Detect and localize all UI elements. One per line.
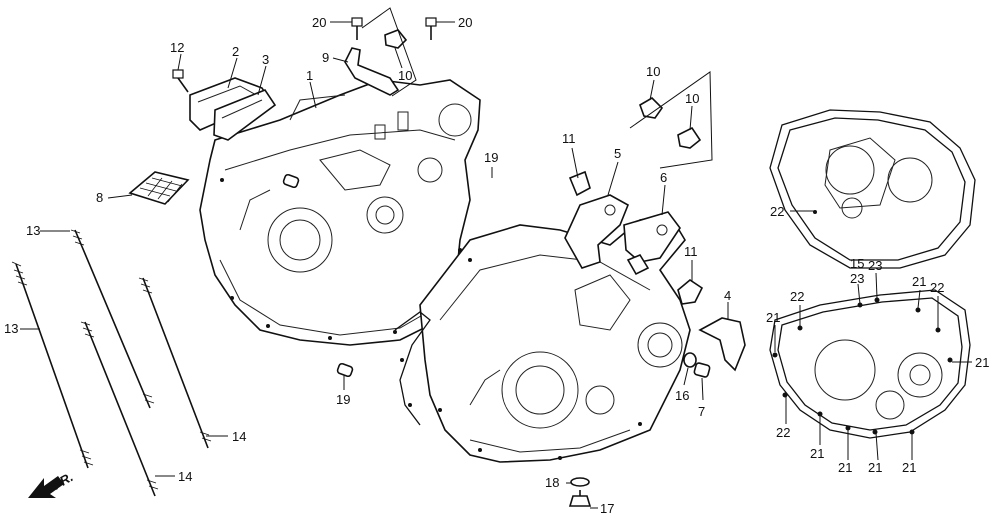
- center-case-gasket: [394, 311, 431, 426]
- drain-bolt-17: [568, 490, 592, 507]
- oring-16: [683, 352, 697, 368]
- breather-tube-bracket: [564, 170, 704, 305]
- dowel-pin-lower: [336, 362, 354, 378]
- callout-21f: 21: [868, 460, 882, 475]
- callout-21b: 21: [912, 274, 926, 289]
- bolt-20-left: [351, 17, 363, 40]
- tube-clips-right: [629, 71, 713, 169]
- dowel-pin-upper: [282, 173, 300, 189]
- breather-cover-assembly: [172, 69, 277, 141]
- callout-13b: 13: [4, 321, 18, 336]
- callout-21c: 21: [975, 355, 989, 370]
- breather-tube-guide-upper: [344, 7, 437, 97]
- oil-strainer-screen: [128, 171, 190, 205]
- callout-20b: 20: [458, 15, 472, 30]
- callout-23b: 23: [868, 258, 882, 273]
- leader-lines: [20, 21, 972, 509]
- callout-11a: 11: [562, 131, 576, 146]
- callout-10a: 10: [398, 68, 412, 83]
- callout-8: 8: [96, 190, 103, 205]
- stud-bolt-2: [70, 229, 155, 409]
- callout-21a: 21: [766, 310, 780, 325]
- stud-bolts: [11, 229, 212, 497]
- callout-22c: 22: [930, 280, 944, 295]
- front-direction-indicator: FR.: [28, 469, 76, 498]
- callout-10b: 10: [646, 64, 660, 79]
- callout-20a: 20: [312, 15, 326, 30]
- stud-bolt-3: [138, 277, 212, 449]
- stud-bolt-4: [80, 321, 159, 497]
- callout-22d: 22: [776, 425, 790, 440]
- callout-4: 4: [724, 288, 731, 303]
- sealing-washer-18: [570, 477, 590, 487]
- callout-17: 17: [600, 501, 614, 516]
- callout-14b: 14: [178, 469, 192, 484]
- callout-6: 6: [660, 170, 667, 185]
- right-crankcase: [419, 214, 691, 463]
- callout-14a: 14: [232, 429, 246, 444]
- callout-18: 18: [545, 475, 559, 490]
- guide-plate: [698, 317, 746, 372]
- callout-13a: 13: [26, 223, 40, 238]
- callout-19b: 19: [336, 392, 350, 407]
- callout-11b: 11: [684, 244, 698, 259]
- callout-7: 7: [698, 404, 705, 419]
- callout-10c: 10: [685, 91, 699, 106]
- callout-2: 2: [232, 44, 239, 59]
- callout-15: 15: [850, 256, 864, 271]
- callout-19a: 19: [484, 150, 498, 165]
- callout-22a: 22: [770, 204, 784, 219]
- upper-right-gasket: [769, 109, 976, 269]
- bolt-12: [172, 69, 189, 93]
- callout-12: 12: [170, 40, 184, 55]
- callout-16: 16: [675, 388, 689, 403]
- callout-21e: 21: [838, 460, 852, 475]
- callout-1: 1: [306, 68, 313, 83]
- arrow-down-left-icon: [28, 476, 64, 498]
- callout-5: 5: [614, 146, 621, 161]
- callout-23a: 23: [850, 271, 864, 286]
- stud-bolt-left: [11, 261, 94, 469]
- callout-3: 3: [262, 52, 269, 67]
- callout-9: 9: [322, 50, 329, 65]
- plug-7: [693, 362, 711, 378]
- callout-labels: 1 2 3 12 8 20 20 9 10 19 19 13 13 14 14 …: [4, 15, 989, 516]
- callout-22b: 22: [790, 289, 804, 304]
- callout-21d: 21: [810, 446, 824, 461]
- bolt-20-right: [425, 17, 437, 40]
- callout-21g: 21: [902, 460, 916, 475]
- left-crankcase: [199, 79, 481, 346]
